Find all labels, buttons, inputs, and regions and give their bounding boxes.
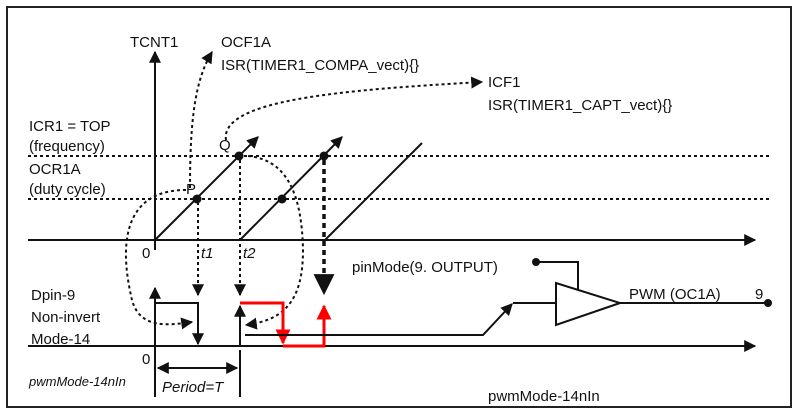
- ocf1a-curve: [189, 50, 213, 189]
- origin-top-label: 0: [142, 245, 150, 262]
- compare-dot-2: [277, 194, 287, 204]
- caption-left: pwmMode-14nIn: [28, 374, 126, 389]
- pin-number-label: 9: [755, 286, 763, 303]
- dpin-label: Dpin-9: [31, 287, 75, 304]
- mode-label: Mode-14: [31, 331, 90, 348]
- clear-curve: [244, 155, 305, 330]
- switch-line: [245, 303, 513, 336]
- icr1-top-label: ICR1 = TOP: [29, 118, 111, 135]
- frame: [6, 6, 792, 408]
- point-p-dot: [192, 194, 202, 204]
- enable-dot: [532, 258, 540, 266]
- set-curve: [124, 189, 194, 330]
- frequency-label: (frequency): [29, 138, 105, 155]
- t2-label: t2: [243, 245, 256, 262]
- isr-compa-label: ISR(TIMER1_COMPA_vect){}: [221, 57, 419, 74]
- pinmode-label: pinMode(9. OUTPUT): [352, 259, 498, 276]
- pwm-output-label: PWM (OC1A): [629, 286, 721, 303]
- origin-bottom-label: 0: [142, 351, 150, 368]
- pwm-pulse-red-rise: [283, 304, 332, 348]
- non-invert-label: Non-invert: [31, 309, 101, 326]
- icf1-curve: [224, 76, 484, 141]
- period-label: Period=T: [162, 379, 225, 396]
- buffer-triangle: [555, 281, 624, 327]
- caption-bottom: pwmMode-14nIn: [488, 388, 600, 405]
- isr-capt-label: ISR(TIMER1_CAPT_vect){}: [488, 97, 672, 114]
- ocr1a-label: OCR1A: [29, 161, 81, 178]
- tcnt1-label: TCNT1: [130, 34, 178, 51]
- pin-9-dot: [764, 299, 772, 307]
- pwm-pulse-fall: [155, 302, 204, 346]
- enable-line: [536, 261, 579, 290]
- pwm-pulse-red-fall: [240, 301, 291, 345]
- t1-label: t1: [201, 245, 214, 262]
- ocf1a-label: OCF1A: [221, 34, 271, 51]
- counter-ramp-3: [324, 142, 423, 241]
- icf1-label: ICF1: [488, 74, 521, 91]
- counter-ramp-1: [154, 136, 259, 241]
- point-q-label: Q: [219, 137, 231, 154]
- top-dot-2: [319, 151, 329, 161]
- duty-cycle-label: (duty cycle): [29, 181, 106, 198]
- point-q-dot: [234, 151, 244, 161]
- point-p-label: P: [186, 181, 196, 198]
